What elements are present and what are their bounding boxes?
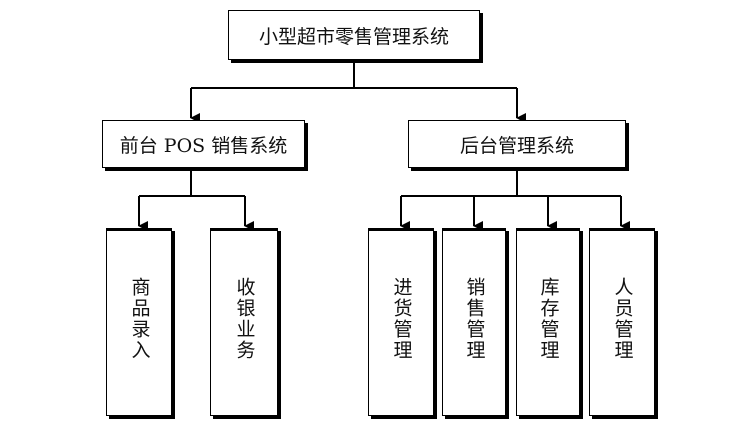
leaf-label: 库存管理	[537, 277, 560, 361]
leaf-node-inventory: 库存管理	[516, 228, 580, 416]
leaf-node-sales: 销售管理	[442, 228, 506, 416]
leaf-label: 进货管理	[390, 277, 413, 361]
branch-node-back-office: 后台管理系统	[408, 120, 626, 168]
branch-label: 后台管理系统	[459, 134, 574, 157]
root-label: 小型超市零售管理系统	[258, 25, 449, 48]
leaf-label: 收银业务	[233, 277, 256, 361]
leaf-node-cashier: 收银业务	[210, 228, 278, 416]
leaf-node-purchase: 进货管理	[368, 228, 434, 416]
leaf-node-goods-entry: 商品录入	[106, 228, 172, 416]
branch-label: 前台 POS 销售系统	[119, 134, 288, 157]
branch-node-front-pos: 前台 POS 销售系统	[102, 120, 305, 168]
leaf-label: 销售管理	[463, 277, 486, 361]
root-node: 小型超市零售管理系统	[228, 10, 480, 60]
leaf-label: 商品录入	[128, 277, 151, 361]
leaf-label: 人员管理	[611, 277, 634, 361]
leaf-node-staff: 人员管理	[589, 228, 655, 416]
